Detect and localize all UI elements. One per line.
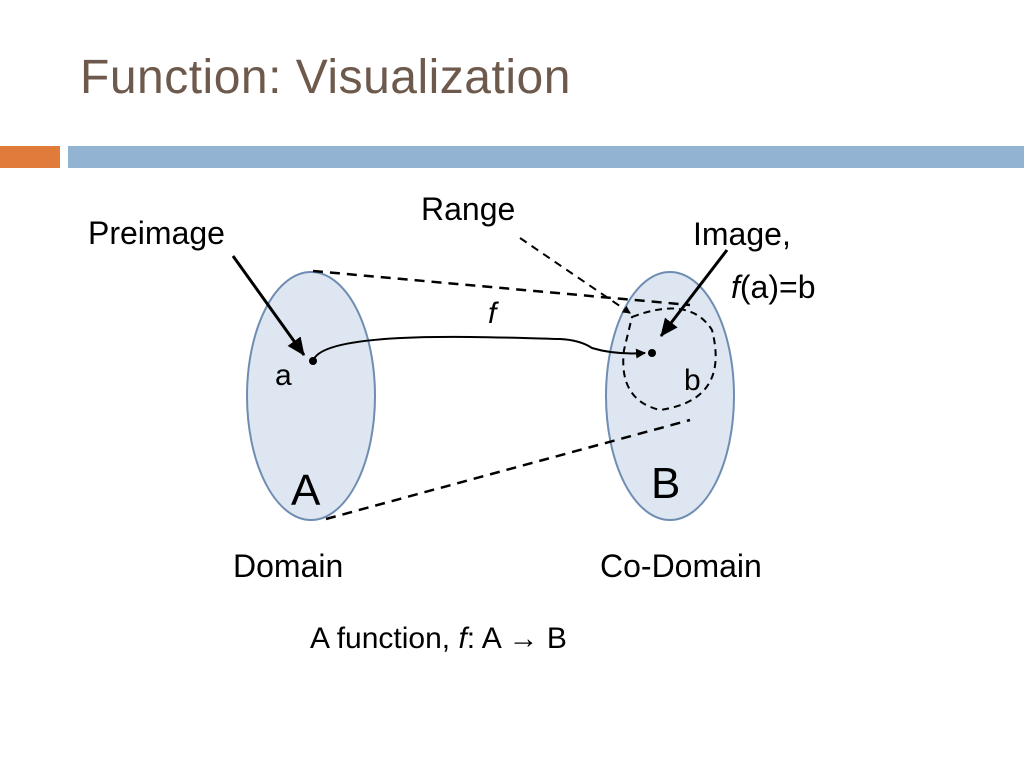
function-caption: A function, f: A → B bbox=[310, 622, 567, 655]
slide-title: Function: Visualization bbox=[80, 51, 571, 104]
range-label: Range bbox=[421, 191, 515, 227]
header-bar bbox=[68, 146, 1024, 168]
mapping-line-bottom bbox=[325, 418, 691, 521]
domain-label: Domain bbox=[233, 548, 343, 584]
function-arrow bbox=[312, 335, 646, 362]
caption-f: f bbox=[458, 622, 469, 655]
caption-suffix: : A → B bbox=[467, 622, 567, 655]
codomain-set-ellipse bbox=[605, 271, 735, 521]
domain-set-ellipse bbox=[246, 271, 376, 521]
image-formula-rest: (a)=b bbox=[740, 269, 816, 305]
preimage-pointer bbox=[231, 255, 306, 356]
set-b-label: B bbox=[651, 459, 680, 508]
element-b-label: b bbox=[684, 364, 701, 397]
function-f-label: f bbox=[488, 297, 499, 330]
image-label: Image, bbox=[693, 216, 791, 252]
preimage-label: Preimage bbox=[88, 215, 225, 251]
range-pointer bbox=[519, 237, 631, 314]
range-circle bbox=[622, 307, 717, 412]
accent-bar bbox=[0, 146, 60, 168]
element-a-label: a bbox=[275, 359, 292, 392]
mapping-line-top bbox=[312, 269, 691, 307]
codomain-label: Co-Domain bbox=[600, 548, 762, 584]
image-pointer bbox=[659, 249, 729, 337]
image-formula: f(a)=b bbox=[731, 269, 815, 305]
set-a-label: A bbox=[291, 466, 321, 515]
point-b bbox=[648, 349, 656, 357]
caption-prefix: A function, bbox=[310, 622, 458, 655]
